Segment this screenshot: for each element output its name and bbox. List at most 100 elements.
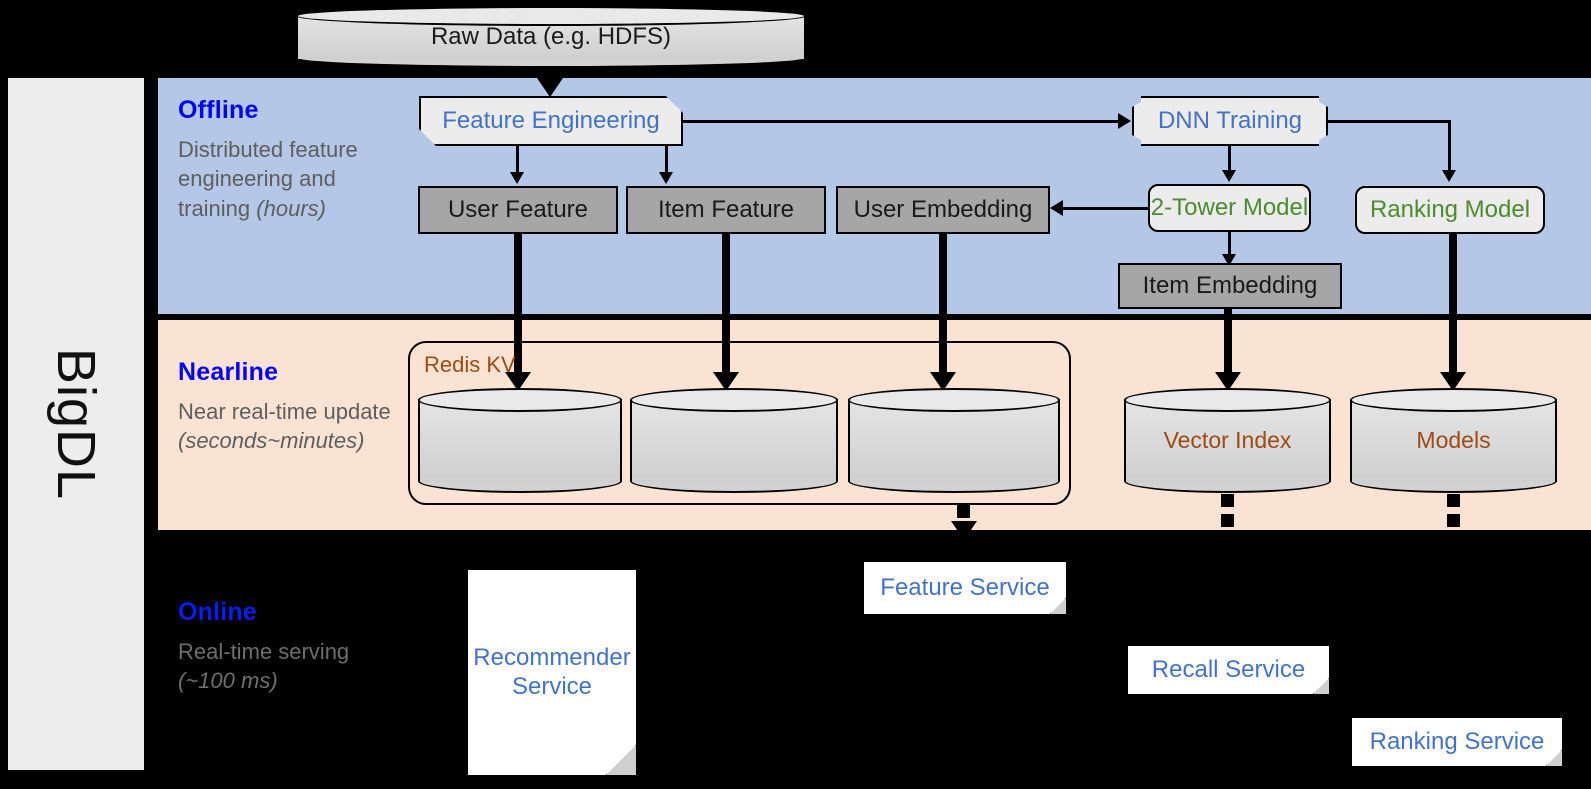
edge-rankingmodel-models [1449, 234, 1457, 382]
arrowhead-redis-featureservice [951, 521, 977, 540]
caption-online-title: Online [178, 598, 257, 626]
caption-online-desc-main: Real-time serving [178, 639, 350, 664]
divider-offline-nearline [158, 314, 1591, 320]
caption-online: Online Real-time serving (~100 ms) [178, 598, 393, 696]
vector-index-cylinder[interactable]: Vector Index [1124, 388, 1331, 493]
arrowhead-fe-userfeature [510, 172, 524, 184]
cylinder-body [1124, 399, 1331, 482]
caption-online-desc: Real-time serving (~100 ms) [178, 637, 393, 696]
node-recall-service[interactable]: Recall Service [1128, 646, 1329, 694]
dash-vectorindex-recallservice-2 [1221, 514, 1234, 527]
arrowhead-rankingmodel-models [1440, 372, 1466, 391]
node-user-feature-label: User Feature [447, 196, 589, 224]
node-ranking-service[interactable]: Ranking Service [1352, 718, 1562, 766]
arrowhead-twotower-userembedding [1050, 200, 1063, 216]
page-fold-icon [1546, 750, 1562, 766]
cylinder-top [418, 388, 622, 412]
page-fold-icon [1313, 678, 1329, 694]
edge-dnn-rankingmodel-v [1448, 120, 1451, 172]
edge-fe-userfeature [516, 146, 519, 174]
cylinder-body [1350, 399, 1557, 482]
caption-nearline-desc-em: (seconds~minutes) [178, 428, 365, 454]
dash-redis-featureservice-1 [957, 505, 970, 518]
cylinder-top [296, 6, 806, 26]
caption-offline-desc-main: Distributed feature engineering and trai… [178, 137, 358, 221]
arrowhead-userfeature-redis [505, 372, 531, 391]
node-dnn-training-label: DNN Training [1157, 107, 1303, 135]
cylinder-body [418, 399, 622, 482]
caption-nearline-desc-main: Near real-time update [178, 399, 391, 424]
node-recall-service-label: Recall Service [1151, 655, 1306, 683]
edge-twotower-itemembedding [1228, 232, 1231, 258]
edge-itemembedding-vectorindex [1224, 309, 1232, 382]
cylinder-body [630, 399, 838, 482]
node-two-tower-model-label: 2-Tower Model [1150, 194, 1309, 222]
page-fold-icon [606, 745, 636, 775]
redis-cylinder-user-feature[interactable] [418, 388, 622, 493]
raw-data-cylinder: Raw Data (e.g. HDFS) [296, 6, 806, 68]
redis-kv-label: Redis KV [424, 352, 516, 377]
page-fold-icon [1050, 598, 1066, 614]
node-two-tower-model[interactable]: 2-Tower Model [1148, 184, 1311, 232]
redis-kv-group [408, 341, 1071, 505]
caption-online-desc-em: (~100 ms) [178, 668, 278, 694]
arrowhead-itemembedding-vectorindex [1215, 372, 1241, 391]
node-user-feature[interactable]: User Feature [418, 186, 618, 234]
edge-dnn-twotower [1228, 146, 1231, 172]
node-recommender-service-label: Recommender Service [473, 643, 631, 700]
arrowhead-rawdata-fe [537, 78, 563, 97]
node-item-feature[interactable]: Item Feature [626, 186, 826, 234]
arrowhead-dnn-rankingmodel [1442, 170, 1456, 182]
node-feature-service-label: Feature Service [880, 573, 1050, 601]
models-cylinder[interactable]: Models [1350, 388, 1557, 493]
node-feature-service[interactable]: Feature Service [864, 562, 1066, 614]
caption-offline-title: Offline [178, 96, 259, 124]
arrowhead-dnn-twotower [1222, 170, 1236, 182]
edge-fe-dnn [683, 120, 1119, 123]
edge-fe-itemfeature [665, 146, 668, 174]
node-ranking-model-label: Ranking Model [1369, 196, 1531, 224]
caption-nearline-desc: Near real-time update (seconds~minutes) [178, 397, 393, 456]
node-user-embedding[interactable]: User Embedding [836, 186, 1050, 234]
edge-dnn-rankingmodel-h [1328, 120, 1450, 123]
dash-models-rankingservice-1 [1447, 494, 1460, 507]
node-ranking-model[interactable]: Ranking Model [1355, 186, 1545, 234]
cylinder-top [1124, 388, 1331, 412]
node-feature-engineering[interactable]: Feature Engineering [419, 96, 683, 146]
caption-nearline-title: Nearline [178, 358, 279, 386]
node-ranking-service-label: Ranking Service [1369, 727, 1545, 755]
divider-nearline-online [158, 530, 1591, 536]
cylinder-top [630, 388, 838, 412]
node-user-embedding-label: User Embedding [853, 196, 1033, 224]
node-feature-engineering-label: Feature Engineering [442, 107, 660, 135]
bigdl-rail: BigDL [8, 78, 144, 770]
redis-cylinder-item-feature[interactable] [630, 388, 838, 493]
arrowhead-itemfeature-redis [713, 372, 739, 391]
cylinder-body [848, 399, 1060, 482]
node-dnn-training[interactable]: DNN Training [1132, 96, 1328, 146]
caption-offline-desc: Distributed feature engineering and trai… [178, 135, 393, 223]
redis-cylinder-user-embedding[interactable] [848, 388, 1060, 493]
cylinder-top [848, 388, 1060, 412]
caption-offline: Offline Distributed feature engineering … [178, 96, 393, 223]
node-item-feature-label: Item Feature [657, 196, 795, 224]
arrowhead-fe-dnn [1118, 113, 1131, 129]
models-label: Models [1416, 427, 1491, 453]
dash-models-rankingservice-2 [1447, 514, 1460, 527]
arrowhead-userembedding-redis [930, 372, 956, 391]
cylinder-top [1350, 388, 1557, 412]
vector-index-label: Vector Index [1163, 427, 1292, 453]
node-item-embedding[interactable]: Item Embedding [1118, 263, 1342, 309]
edge-twotower-userembedding [1063, 207, 1149, 210]
edge-userfeature-redis [514, 234, 522, 382]
node-recommender-service[interactable]: Recommender Service [468, 570, 636, 775]
edge-userembedding-redis [939, 234, 947, 382]
caption-nearline: Nearline Near real-time update (seconds~… [178, 358, 393, 456]
dash-vectorindex-recallservice-1 [1221, 494, 1234, 507]
edge-itemfeature-redis [722, 234, 730, 382]
caption-offline-desc-em: (hours) [256, 195, 326, 221]
bigdl-label: BigDL [46, 347, 107, 501]
node-item-embedding-label: Item Embedding [1142, 272, 1318, 300]
edge-rawdata-fe [549, 68, 552, 86]
